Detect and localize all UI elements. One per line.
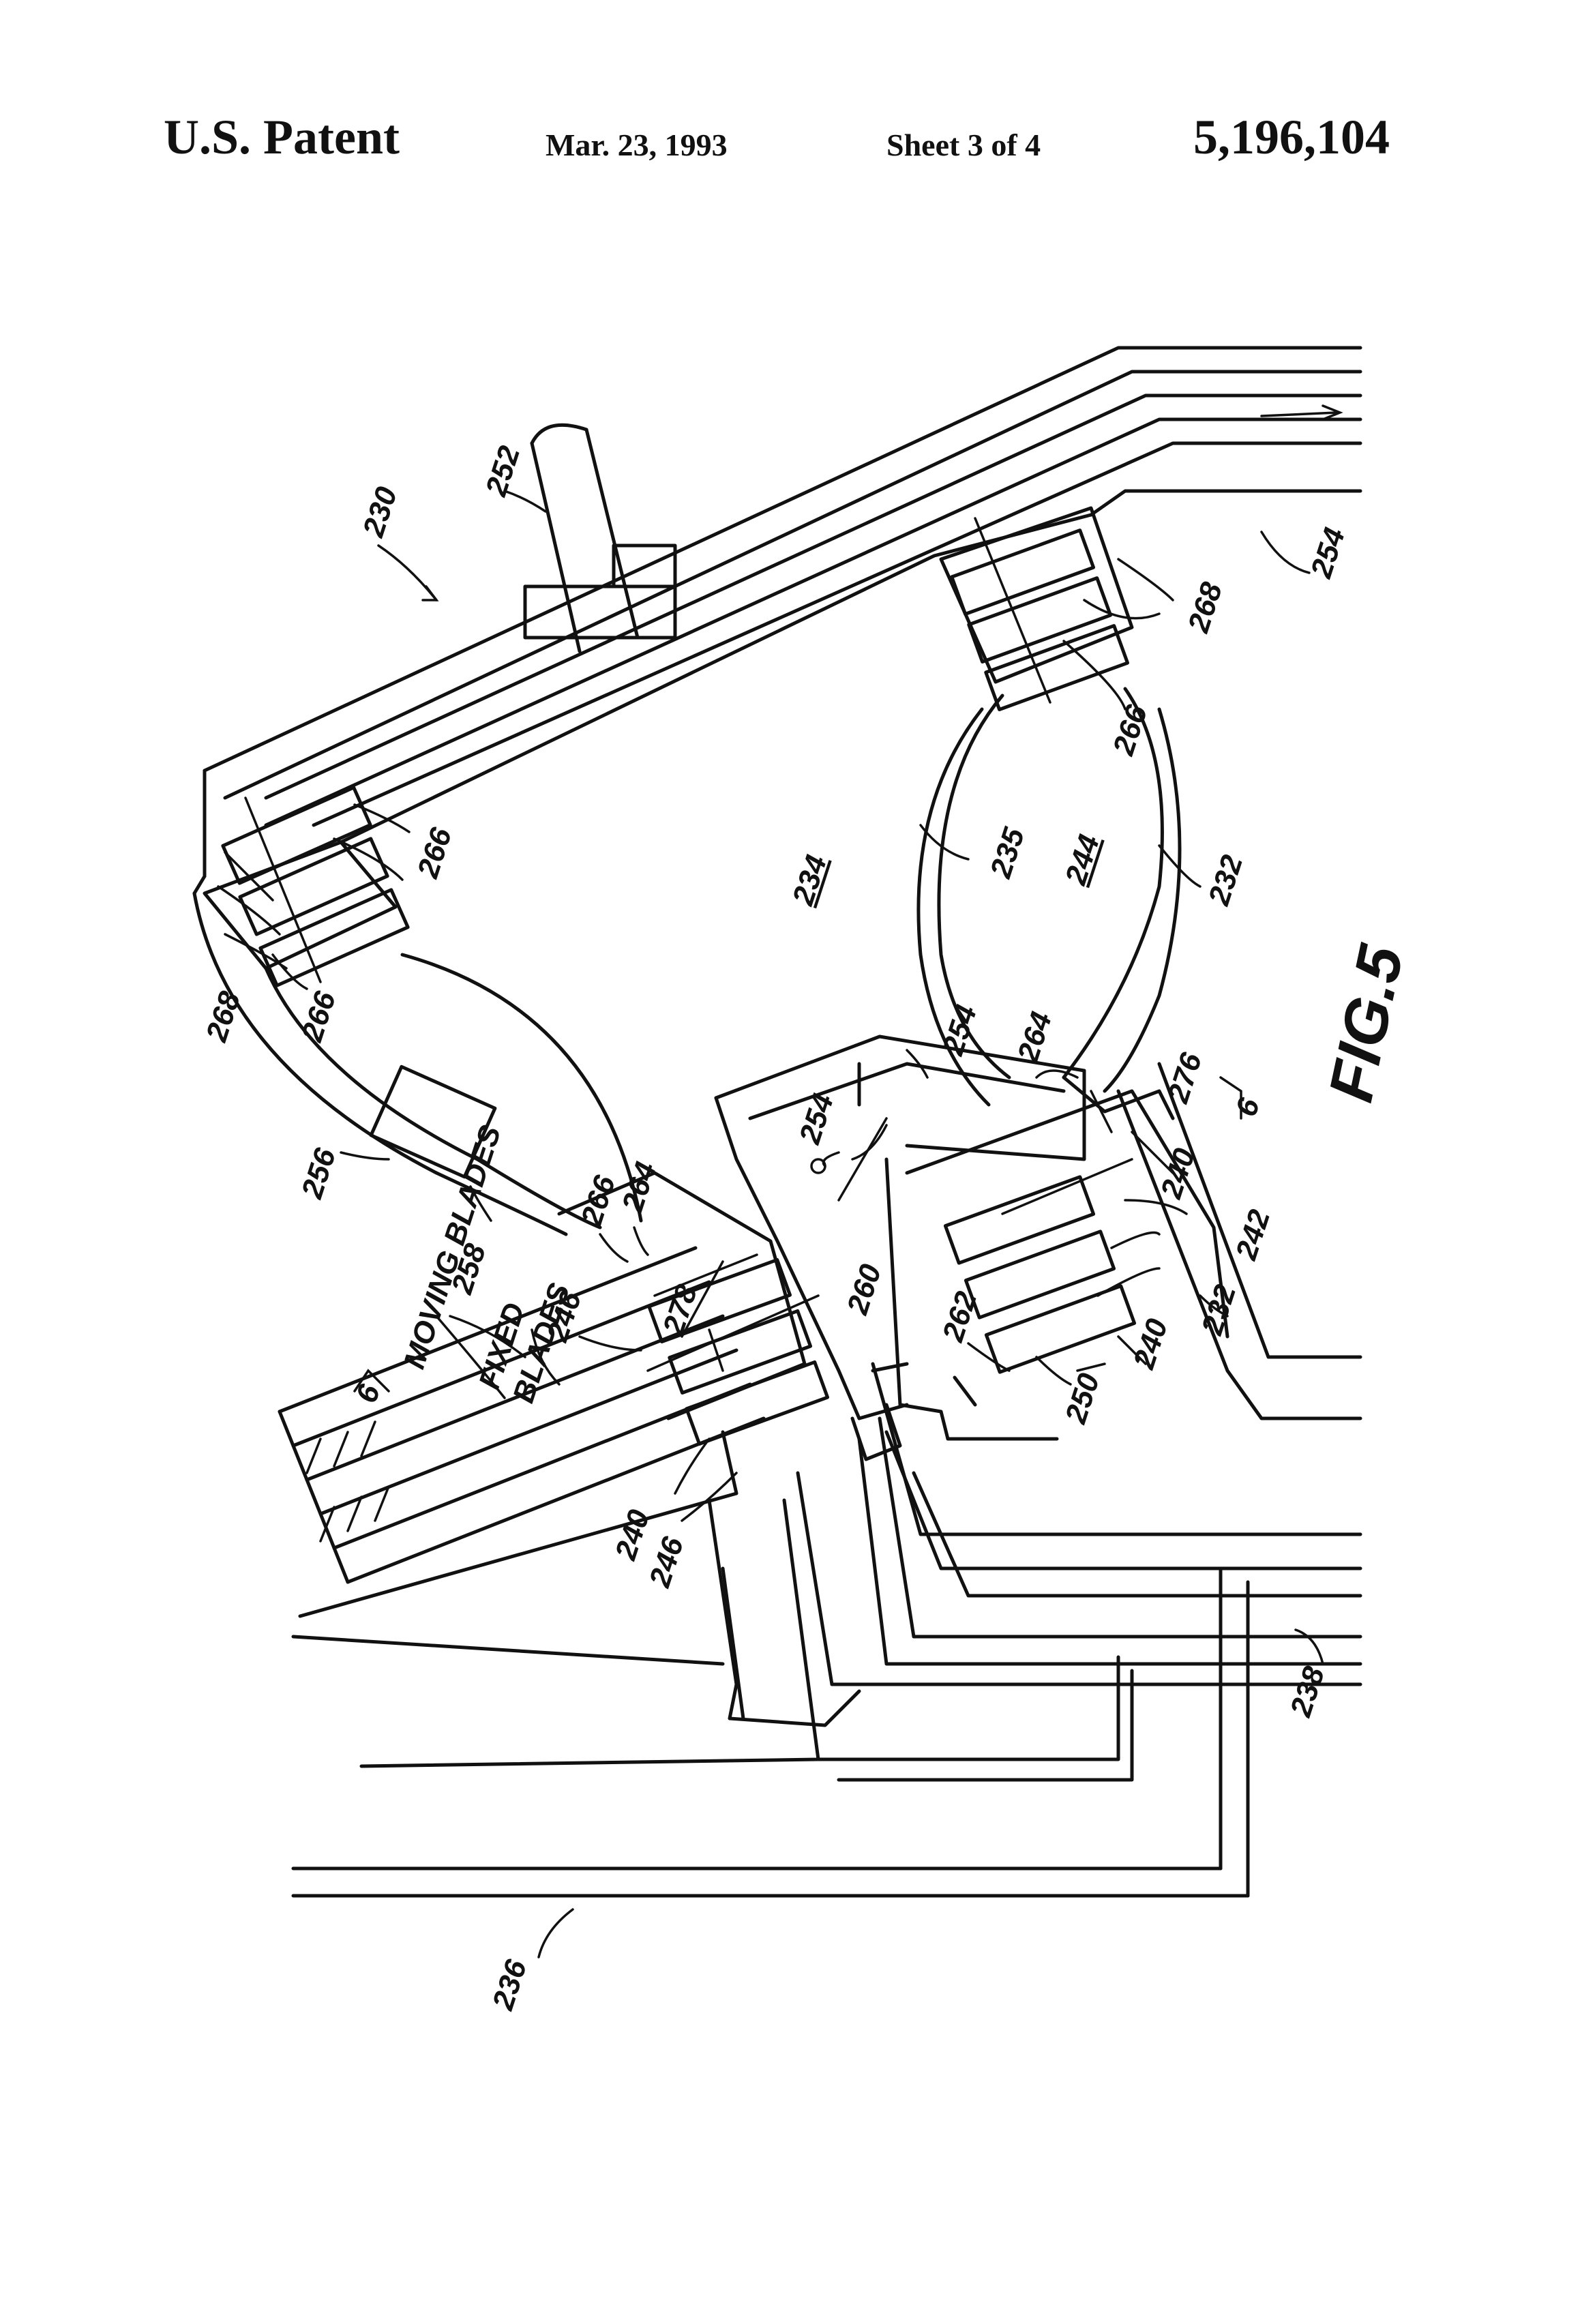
ref-266-right: 266 — [1107, 701, 1154, 760]
ref-262: 262 — [936, 1287, 984, 1346]
ref-256: 256 — [295, 1144, 343, 1203]
transition-wall-256 — [194, 893, 600, 1234]
ref-244: 244 — [1059, 831, 1107, 889]
ref-250: 250 — [1059, 1369, 1107, 1428]
ref-268-right: 268 — [1182, 578, 1229, 637]
conduits — [293, 1364, 1360, 1896]
upper-left-seal-stack — [205, 788, 408, 985]
ref-252: 252 — [479, 442, 527, 501]
ref-232-right: 232 — [1202, 851, 1250, 910]
ref-254-center: 254 — [793, 1090, 841, 1148]
ref-238: 238 — [1284, 1663, 1332, 1721]
figure-title: FIG.5 — [1316, 938, 1417, 1107]
ref-254-top: 254 — [1304, 524, 1352, 582]
ref-242: 242 — [1229, 1206, 1277, 1264]
ref-266-left-top: 266 — [411, 824, 459, 882]
ref-260: 260 — [841, 1260, 889, 1319]
ref-266-mid: 266 — [575, 1172, 623, 1230]
ref-6-right: 6 — [1229, 1094, 1266, 1120]
reference-numerals: 230 252 254 268 266 234 244 235 232 266 … — [200, 442, 1352, 2014]
shaft-252 — [525, 425, 675, 651]
ref-264-right: 264 — [1011, 1008, 1059, 1067]
ref-236: 236 — [486, 1956, 534, 2014]
flow-duct-234 — [402, 689, 1162, 1221]
ref-234: 234 — [786, 851, 834, 910]
ref-230: 230 — [357, 483, 404, 541]
ref-276: 276 — [1161, 1049, 1209, 1107]
ref-235: 235 — [984, 824, 1032, 882]
ref-246-bottom: 246 — [643, 1533, 691, 1592]
ref-268-left: 268 — [200, 987, 248, 1046]
ref-264-mid: 264 — [616, 1158, 663, 1217]
ref-232-lower: 232 — [1195, 1281, 1243, 1339]
ref-266-left: 266 — [295, 987, 343, 1046]
ref-240-left: 240 — [609, 1506, 657, 1564]
